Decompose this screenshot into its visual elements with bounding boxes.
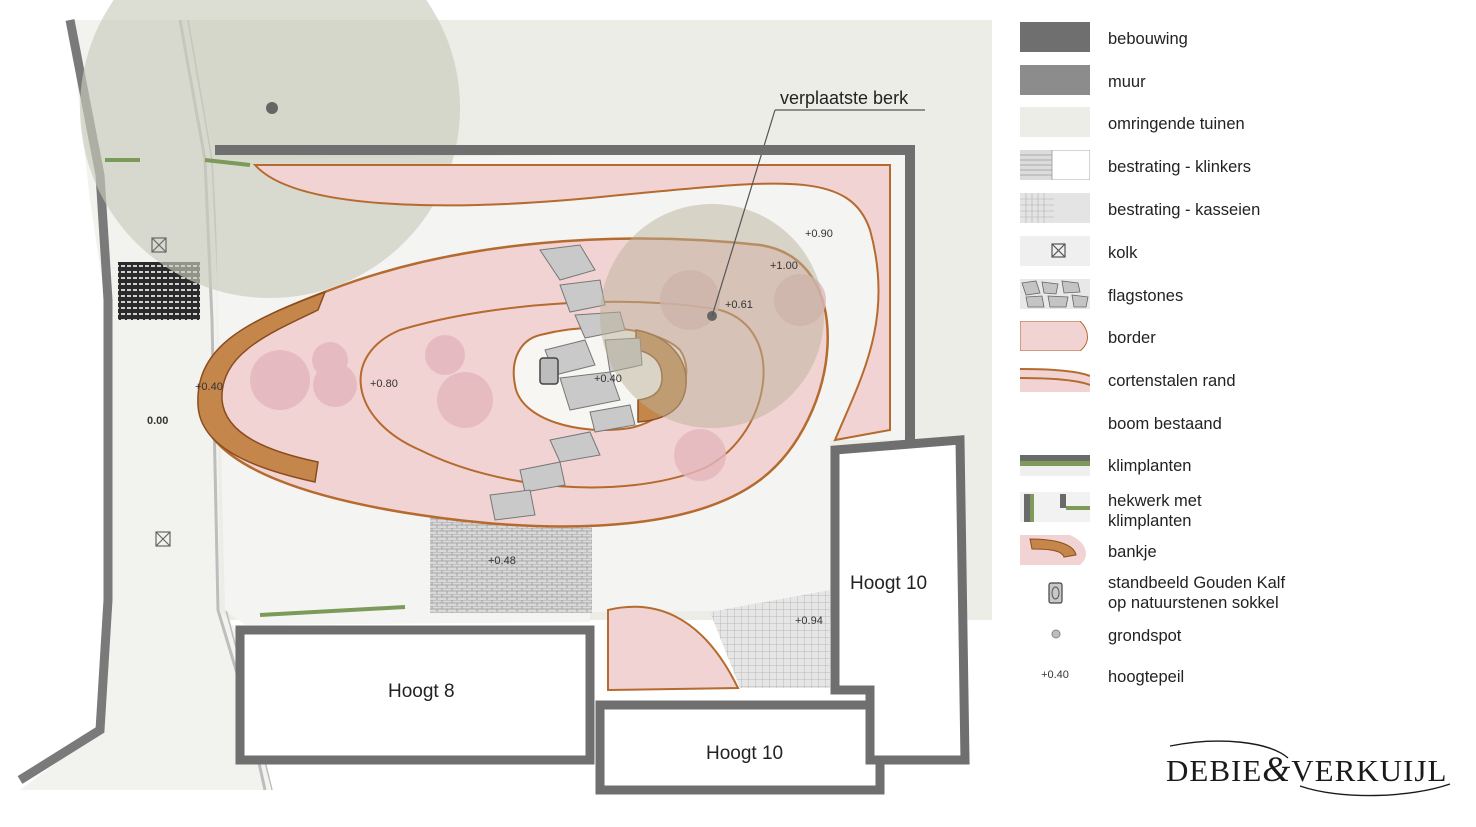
elevation-label: +0.40 [594, 373, 622, 385]
elevation-label: +0.48 [488, 555, 516, 567]
climbing-plants [105, 158, 406, 617]
legend-swatch-muur [1020, 65, 1090, 95]
legend-row-grondspot: grondspot [1020, 619, 1460, 653]
elevation-label: +0.80 [370, 378, 398, 390]
legend-label: kolk [1108, 244, 1138, 262]
legend-label: standbeeld Gouden Kalf op natuurstenen s… [1108, 574, 1286, 612]
legend-label: flagstones [1108, 287, 1184, 305]
tree-icon [1020, 407, 1090, 437]
legend-row-hoogtepeil: +0.40 hoogtepeil [1020, 660, 1460, 694]
legend-label: bestrating - klinkers [1108, 158, 1252, 176]
tree-existing-large-center [266, 102, 278, 114]
kasseien-area [710, 590, 830, 688]
logo-swash [1169, 740, 1451, 797]
statue-icon [1048, 582, 1063, 604]
legend-row-kasseien: bestrating - kasseien [1020, 193, 1460, 227]
border-south [607, 605, 740, 692]
legend-swatch-bankje [1020, 535, 1086, 565]
border-north [252, 164, 891, 442]
legend-row-cortenstaal: cortenstalen rand [1020, 364, 1460, 398]
drain-icon [1020, 236, 1090, 266]
drains [151, 237, 171, 547]
callout-label: verplaatste berk [780, 88, 909, 108]
logo-text: DEBIE&VERKUIJL [1166, 748, 1447, 790]
legend-row-klinkers: bestrating - klinkers [1020, 150, 1460, 184]
legend-swatch-cortenstaal [1020, 368, 1090, 392]
bench-west [197, 290, 327, 483]
legend-label: omringende tuinen [1108, 115, 1245, 133]
flagstone-path [489, 244, 643, 521]
legend-row-standbeeld: standbeeld Gouden Kalf op natuurstenen s… [1020, 572, 1460, 614]
elevation-label: +0.94 [795, 615, 823, 627]
legend-row-omringende: omringende tuinen [1020, 107, 1460, 141]
legend-swatch-kasseien [1020, 193, 1090, 223]
legend-hoogtepeil-sample: +0.40 [1041, 669, 1069, 681]
ground-spot-icon [1051, 629, 1061, 639]
legend-label: border [1108, 329, 1156, 347]
legend-label: cortenstalen rand [1108, 372, 1236, 390]
legend-row-flagstones: flagstones [1020, 279, 1460, 313]
company-logo: DEBIE&VERKUIJL [1160, 738, 1460, 800]
legend-label: hekwerk met klimplanten [1108, 492, 1202, 530]
legend-label: muur [1108, 73, 1146, 91]
logo-right: VERKUIJL [1291, 753, 1448, 788]
legend-swatch-klimplanten [1020, 455, 1090, 476]
site-plan: verplaatste berk 0.00 +0.90 +1.00 +0.61 … [17, 0, 992, 795]
building-label-hoogt10-right: Hoogt 10 [850, 573, 927, 594]
legend-label: grondspot [1108, 627, 1182, 645]
elevation-label: +0.61 [725, 299, 753, 311]
legend-label: bebouwing [1108, 30, 1188, 48]
legend-swatch-hoogtepeil: +0.40 [1020, 660, 1090, 690]
statue-gouden-kalf [539, 357, 559, 385]
elevation-label: +0.90 [805, 228, 833, 240]
south-klinkers [430, 515, 592, 613]
legend-label: bestrating - kasseien [1108, 201, 1261, 219]
elevation-label: +0.40 [195, 381, 223, 393]
buildings [215, 145, 970, 795]
legend-row-bankje: bankje [1020, 535, 1460, 569]
legend-swatch-klinkers [1020, 150, 1090, 180]
legend-row-boom: boom bestaand [1020, 407, 1460, 441]
legend-swatch-hekwerk [1020, 492, 1090, 522]
legend-row-klimplanten: klimplanten [1020, 449, 1460, 483]
elevation-label: +1.00 [770, 260, 798, 272]
legend-row-border: border [1020, 321, 1460, 355]
legend-label: hoogtepeil [1108, 668, 1185, 686]
legend-label: boom bestaand [1108, 415, 1222, 433]
legend-swatch-flagstones [1020, 279, 1090, 309]
logo-left: DEBIE [1166, 753, 1263, 788]
legend-row-bebouwing: bebouwing [1020, 22, 1460, 56]
callout-line [711, 109, 776, 317]
legend-swatch-border [1020, 321, 1088, 351]
legend-row-kolk: kolk [1020, 236, 1460, 270]
legend-label: klimplanten [1108, 457, 1192, 475]
building-label-hoogt8: Hoogt 8 [388, 681, 455, 702]
legend-label: bankje [1108, 543, 1157, 561]
elevation-street: 0.00 [147, 415, 168, 427]
logo-ampersand: & [1262, 749, 1292, 789]
legend-row-muur: muur [1020, 65, 1460, 99]
legend-row-hekwerk: hekwerk met klimplanten [1020, 490, 1460, 532]
building-label-hoogt10-bottom: Hoogt 10 [706, 743, 783, 764]
legend-swatch-omringende [1020, 107, 1090, 137]
legend-swatch-bebouwing [1020, 22, 1090, 52]
